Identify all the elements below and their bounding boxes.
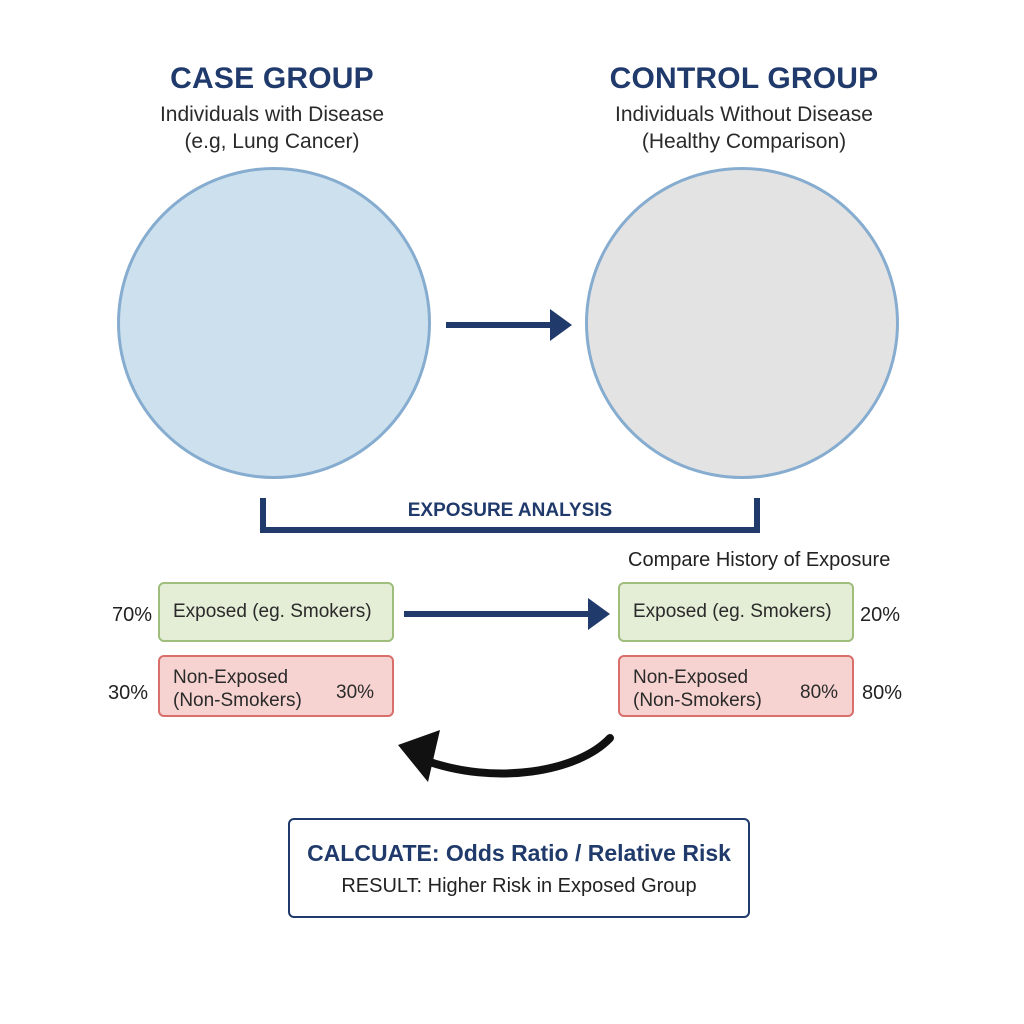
control-exposed-percent: 20% (860, 604, 901, 626)
curved-return-arrow (398, 730, 614, 782)
compare-history-label: Compare History of Exposure (628, 549, 891, 571)
control-group-subtitle-line1: Individuals Without Disease (615, 103, 873, 126)
control-nonexposed-text: Non-Exposed (Non-Smokers) (633, 666, 762, 712)
exposure-analysis-label: EXPOSURE ANALYSIS (407, 500, 613, 521)
case-nonexposed-inner-percent: 30% (336, 682, 375, 703)
exposure-bracket (260, 498, 760, 533)
control-nonexposed-line1: Non-Exposed (633, 667, 749, 688)
control-nonexposed-box: Non-Exposed (Non-Smokers) 80% (618, 655, 854, 717)
case-exposed-percent: 70% (112, 604, 153, 626)
control-group-title: CONTROL GROUP (609, 62, 879, 95)
control-group-subtitle-line2: (Healthy Comparison) (641, 130, 847, 153)
case-exposed-label: Exposed (eg. Smokers) (173, 601, 372, 622)
control-exposed-label: Exposed (eg. Smokers) (633, 601, 832, 622)
case-nonexposed-text: Non-Exposed (Non-Smokers) (173, 666, 302, 712)
control-nonexposed-inner-percent: 80% (800, 682, 839, 703)
case-nonexposed-line1: Non-Exposed (173, 667, 289, 688)
control-nonexposed-line2: (Non-Smokers) (633, 690, 762, 711)
case-group-subtitle-line1: Individuals with Disease (159, 103, 385, 126)
case-nonexposed-box: Non-Exposed (Non-Smokers) 30% (158, 655, 394, 717)
case-nonexposed-line2: (Non-Smokers) (173, 690, 302, 711)
case-exposed-box: Exposed (eg. Smokers) (158, 582, 394, 642)
case-nonexposed-percent: 30% (108, 682, 149, 704)
result-title: CALCUATE: Odds Ratio / Relative Risk (307, 840, 731, 866)
case-group-circle (117, 167, 431, 479)
case-group-subtitle-line2: (e.g, Lung Cancer) (184, 130, 360, 153)
control-group-circle (585, 167, 899, 479)
case-group-title: CASE GROUP (170, 62, 374, 95)
control-group-subtitle: Individuals Without Disease (Healthy Com… (564, 101, 924, 155)
control-nonexposed-percent: 80% (862, 682, 903, 704)
result-subtitle: RESULT: Higher Risk in Exposed Group (341, 875, 697, 897)
circle-arrow (446, 309, 572, 341)
case-group-subtitle: Individuals with Disease (e.g, Lung Canc… (92, 101, 452, 155)
exposed-arrow (404, 598, 610, 630)
control-exposed-box: Exposed (eg. Smokers) (618, 582, 854, 642)
result-box: CALCUATE: Odds Ratio / Relative Risk RES… (288, 818, 750, 918)
